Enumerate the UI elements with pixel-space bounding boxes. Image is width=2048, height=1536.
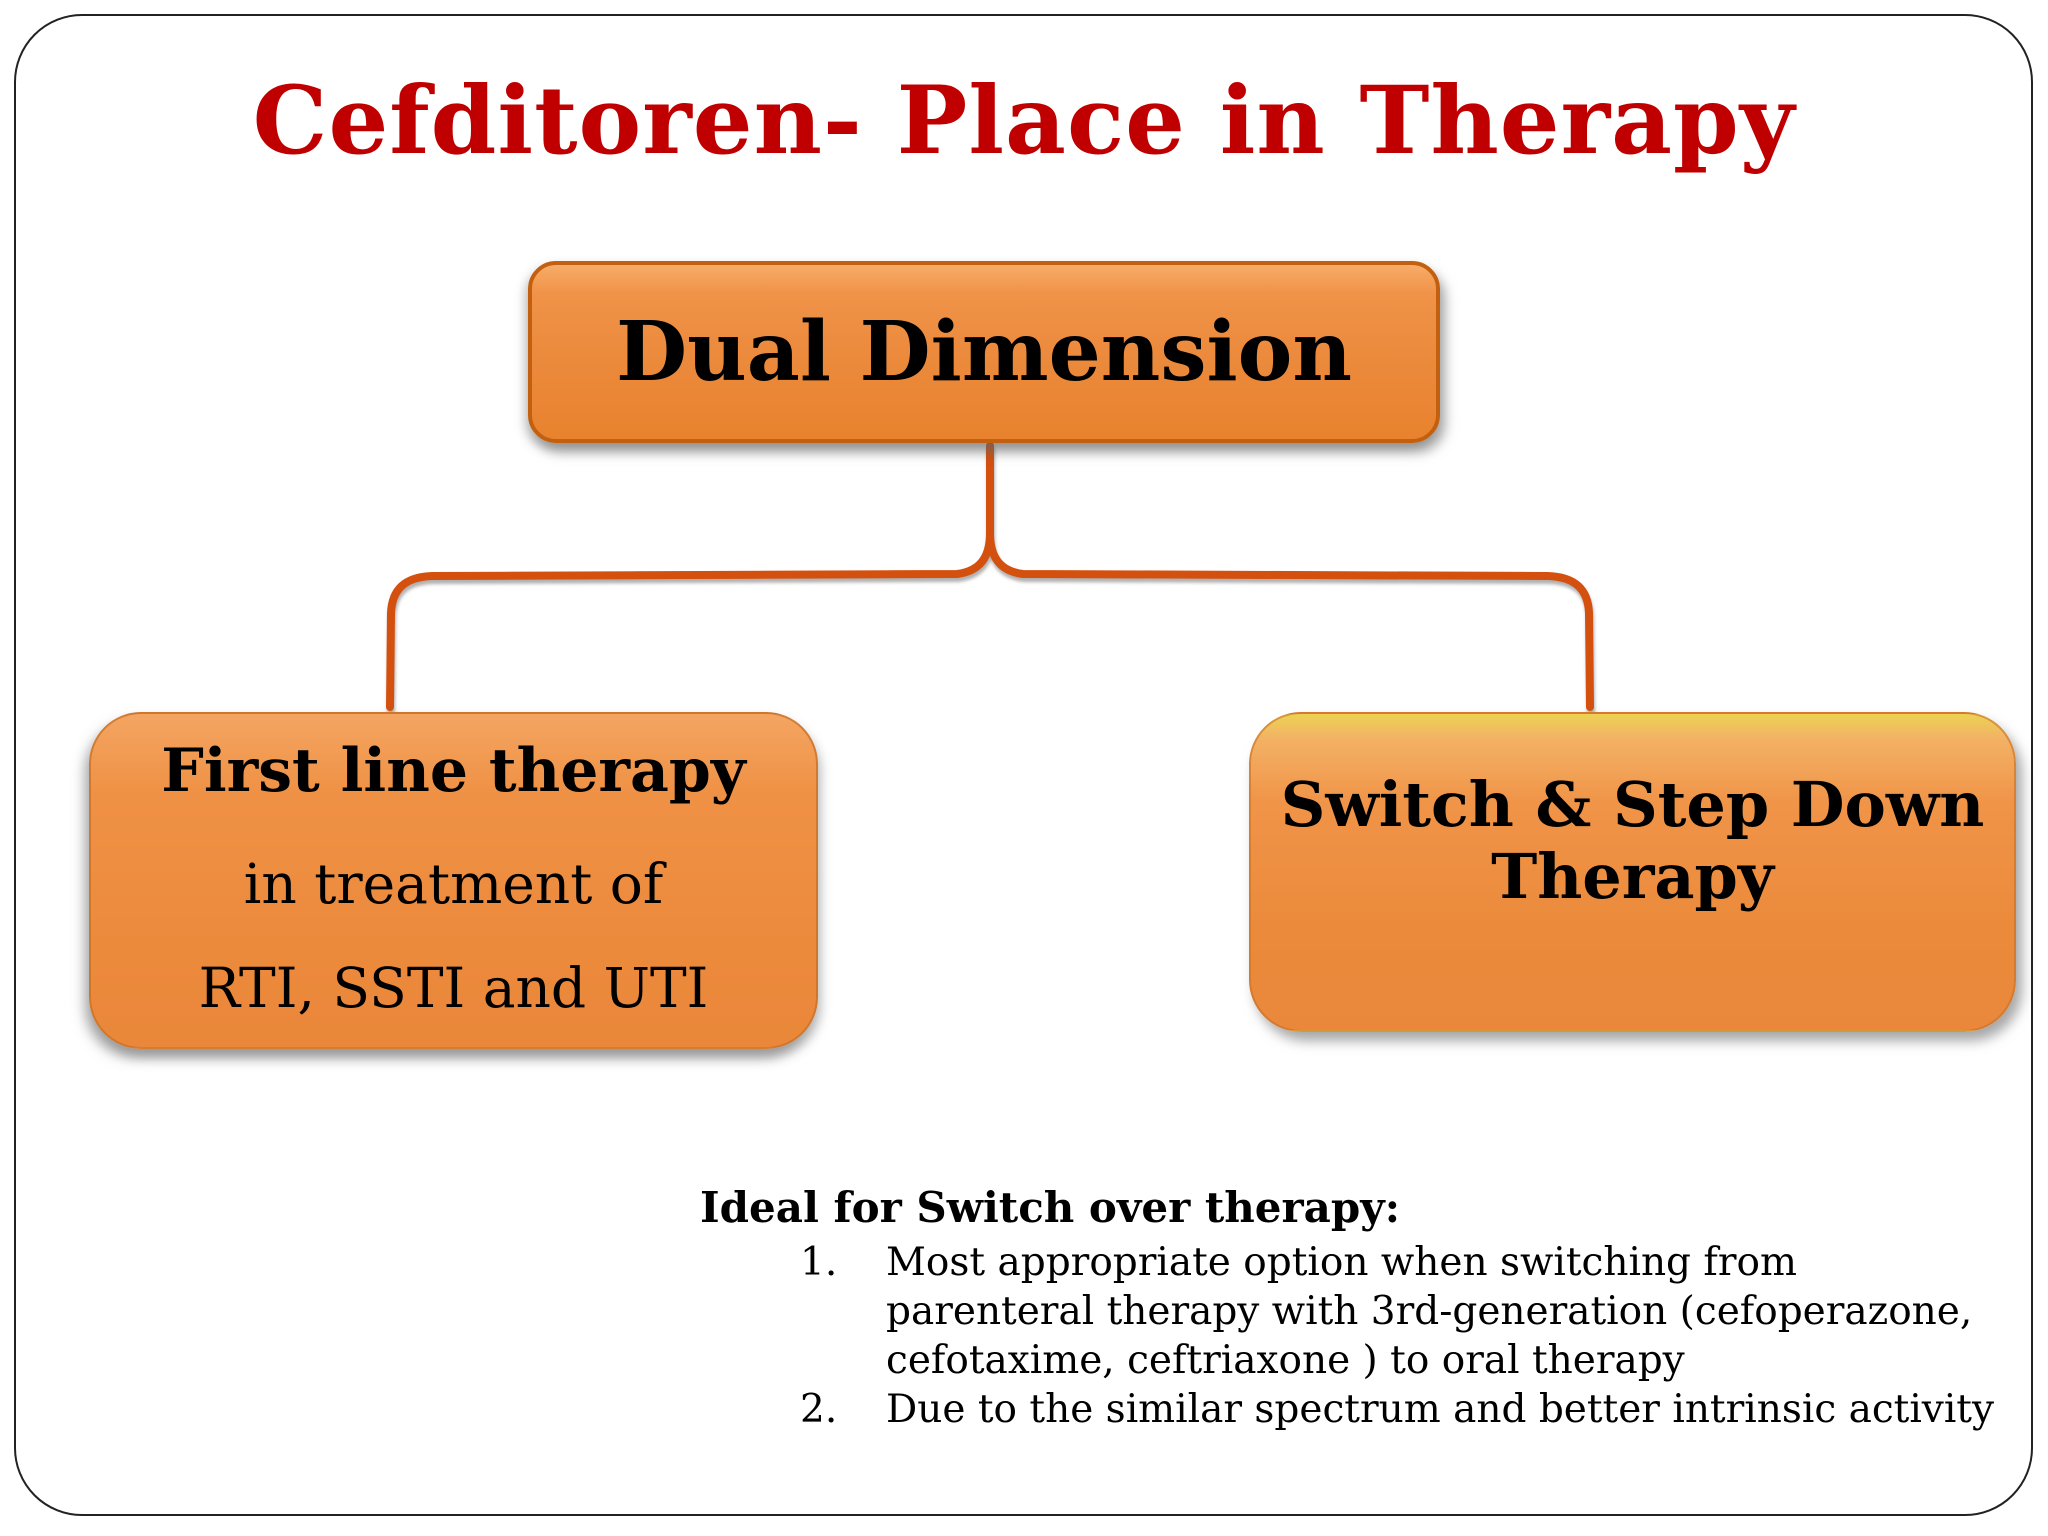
- notes-heading: Ideal for Switch over therapy:: [700, 1183, 1401, 1232]
- list-item-line: parenteral therapy with 3rd-generation (…: [886, 1289, 1973, 1334]
- switch-step-down-line1: Switch & Step Down: [1280, 768, 1985, 841]
- dual-dimension-label: Dual Dimension: [616, 304, 1352, 400]
- diagram-box-first-line-therapy: First line therapy in treatment of RTI, …: [89, 712, 818, 1049]
- switch-step-down-line2: Therapy: [1491, 840, 1774, 913]
- list-item-line: cefotaxime, ceftriaxone ) to oral therap…: [886, 1338, 1685, 1383]
- diagram-box-dual-dimension: Dual Dimension: [528, 261, 1440, 443]
- list-item: 2. Due to the similar spectrum and bette…: [800, 1385, 2020, 1434]
- list-item-text: Due to the similar spectrum and better i…: [886, 1385, 1994, 1434]
- first-line-therapy-sub1: in treatment of: [243, 851, 664, 916]
- list-item-number: 2.: [800, 1387, 838, 1432]
- page-title: Cefditoren- Place in Therapy: [252, 66, 1796, 176]
- notes-list: 1. Most appropriate option when switchin…: [800, 1238, 2020, 1434]
- list-item: 1. Most appropriate option when switchin…: [800, 1238, 2020, 1385]
- first-line-therapy-sub2: RTI, SSTI and UTI: [198, 955, 709, 1020]
- list-item-number: 1.: [800, 1240, 838, 1285]
- list-item-line: Due to the similar spectrum and better i…: [886, 1387, 1995, 1432]
- first-line-therapy-title: First line therapy: [161, 735, 746, 806]
- notes-block: Ideal for Switch over therapy: 1. Most a…: [700, 1182, 2020, 1434]
- list-item-text: Most appropriate option when switching f…: [886, 1238, 1972, 1385]
- diagram-box-switch-step-down: Switch & Step Down Therapy: [1249, 712, 2016, 1032]
- list-item-line: Most appropriate option when switching f…: [886, 1240, 1797, 1285]
